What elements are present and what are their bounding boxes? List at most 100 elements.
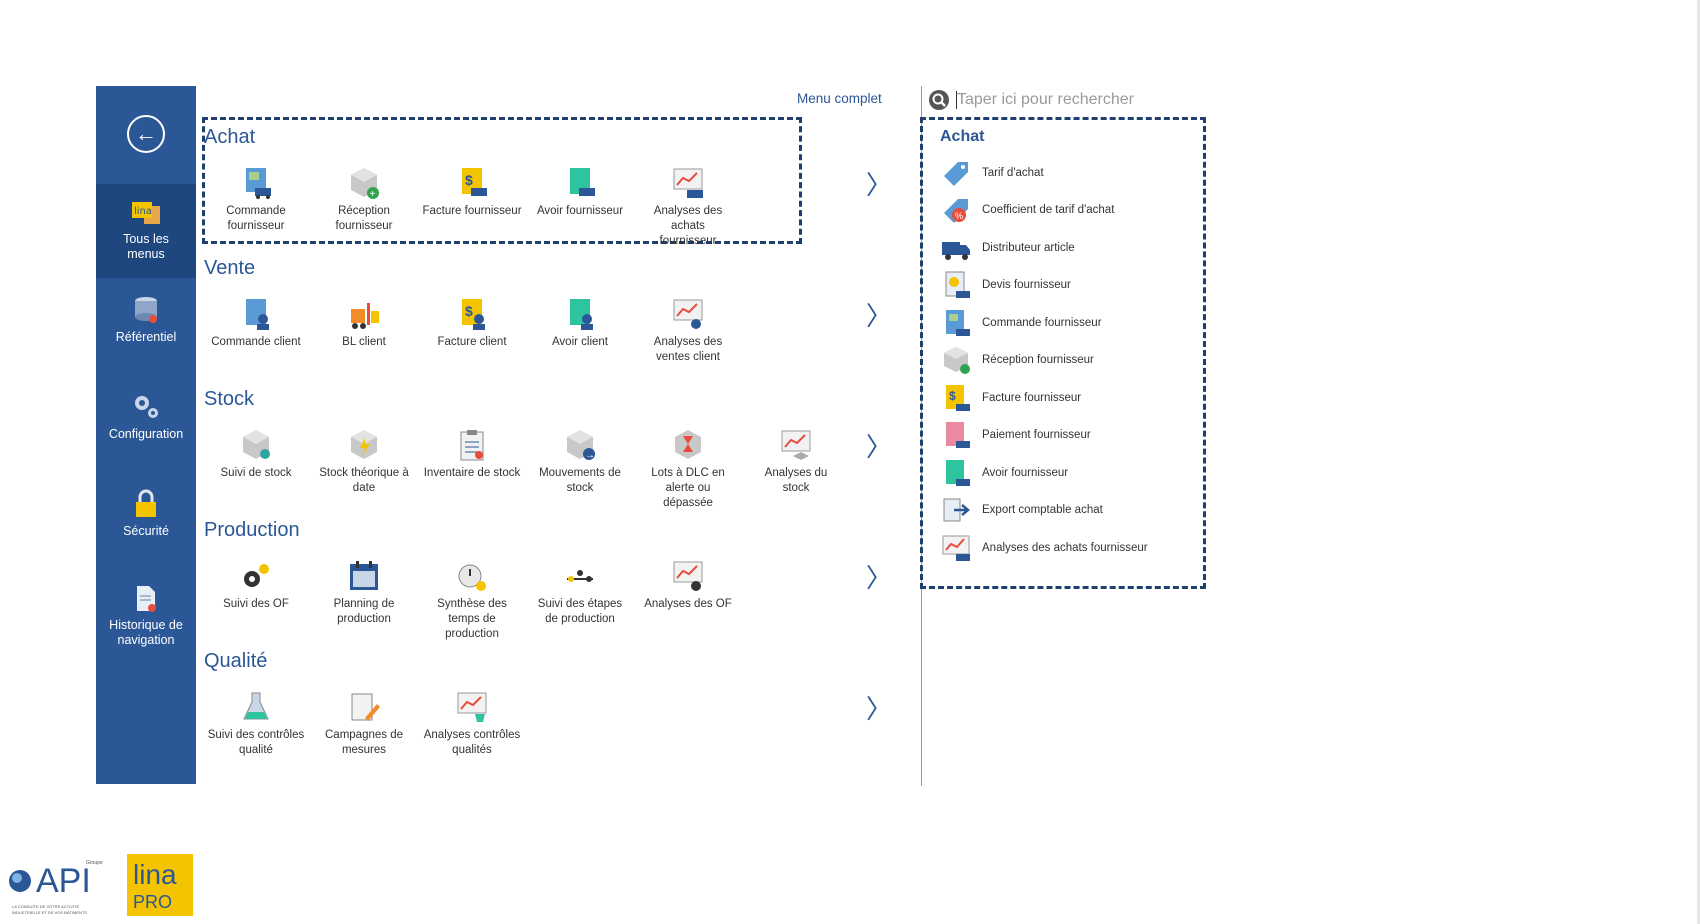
tile-suivi-des-of[interactable]: Suivi des OF <box>202 559 310 612</box>
lina-pro-logo: lina PRO <box>127 854 193 916</box>
invoice-dollar-icon: $ <box>462 168 487 196</box>
tile-stock-theorique[interactable]: Stock théorique à date <box>310 428 418 496</box>
calendar-icon <box>350 561 378 590</box>
search-bar[interactable]: Taper ici pour rechercher <box>928 88 1198 112</box>
chart-board-icon <box>673 168 703 198</box>
order-person-icon <box>246 299 269 330</box>
tile-facture-fournisseur[interactable]: $ Facture fournisseur <box>418 166 526 219</box>
tile-analyses-des-of[interactable]: Analyses des OF <box>634 559 742 612</box>
package-add-icon <box>944 347 970 374</box>
tile-mouvements-de-stock[interactable]: → Mouvements de stock <box>526 428 634 496</box>
chevron-right-icon[interactable]: 〉 <box>866 695 893 725</box>
result-label: Facture fournisseur <box>982 392 1082 404</box>
result-item[interactable]: Distributeur article <box>940 233 1075 263</box>
result-label: Coefficient de tarif d'achat <box>982 204 1115 216</box>
tile-label: Facture client <box>437 336 507 348</box>
tile-label: Synthèse des temps de production <box>437 598 507 640</box>
section-title-production: Production <box>204 519 300 541</box>
window-edge <box>1697 0 1700 924</box>
tile-planning-de-production[interactable]: Planning de production <box>310 559 418 627</box>
quote-document-icon <box>945 271 970 298</box>
result-item[interactable]: Avoir fournisseur <box>940 458 1068 488</box>
chevron-right-icon[interactable]: 〉 <box>866 433 893 463</box>
result-label: Commande fournisseur <box>982 317 1102 329</box>
result-item[interactable]: % Coefficient de tarif d'achat <box>940 195 1114 225</box>
tile-label: Suivi des étapes de production <box>537 598 623 625</box>
result-item[interactable]: Export comptable achat <box>940 495 1103 525</box>
nav-item-configuration[interactable]: Configuration <box>96 391 196 442</box>
results-highlight-box <box>920 117 1206 589</box>
tile-bl-client[interactable]: BL client <box>310 297 418 350</box>
chart-board-icon <box>673 299 703 329</box>
tile-suivi-des-etapes[interactable]: Suivi des étapes de production <box>526 559 634 627</box>
tile-facture-client[interactable]: $ Facture client <box>418 297 526 350</box>
result-item[interactable]: Commande fournisseur <box>940 308 1102 338</box>
payment-document-icon <box>946 422 970 448</box>
tile-label: Analyses contrôles qualités <box>423 729 521 756</box>
back-button[interactable]: ← <box>96 86 196 182</box>
tile-label: Campagnes de mesures <box>325 729 403 756</box>
achat-highlight-box <box>202 117 802 244</box>
search-input[interactable]: Taper ici pour rechercher <box>957 91 1134 108</box>
tile-analyses-du-stock[interactable]: Analyses du stock <box>742 428 850 496</box>
tile-commande-client[interactable]: Commande client <box>202 297 310 350</box>
nav-item-securite[interactable]: Sécurité <box>96 488 196 539</box>
chevron-right-icon[interactable]: 〉 <box>866 302 893 332</box>
tile-label: Analyses des achats fournisseur <box>653 205 723 247</box>
section-title-achat: Achat <box>204 126 256 148</box>
section-title-vente: Vente <box>204 257 256 279</box>
tile-inventaire-de-stock[interactable]: Inventaire de stock <box>418 428 526 481</box>
menu-complet-link[interactable]: Menu complet <box>797 91 882 106</box>
chart-board-icon <box>673 561 703 591</box>
section-title-stock: Stock <box>204 388 255 410</box>
nav-label: Configuration <box>108 427 184 441</box>
svg-text:API: API <box>36 862 91 900</box>
database-icon <box>135 297 157 323</box>
tile-label: Analyses du stock <box>764 467 828 494</box>
nav-item-tous-les-menus[interactable]: lina Tous les menus <box>96 184 196 278</box>
chevron-right-icon[interactable]: 〉 <box>866 171 893 201</box>
api-logo: API Groupe LA CONDUITE DE VOTRE ACTIVITÉ… <box>9 860 103 915</box>
nav-item-historique[interactable]: Historique de navigation <box>96 584 196 648</box>
tile-analyses-achats[interactable]: Analyses des achats fournisseur <box>634 166 742 249</box>
tile-suivi-controles-qualite[interactable]: Suivi des contrôles qualité <box>202 690 310 758</box>
svg-text:$: $ <box>465 172 473 188</box>
nav-item-referentiel[interactable]: Référentiel <box>96 294 196 345</box>
package-hourglass-icon <box>675 430 701 459</box>
steps-icon <box>567 570 593 582</box>
search-icon <box>929 90 949 110</box>
tile-reception-fournisseur[interactable]: + Réception fournisseur <box>310 166 418 234</box>
result-item[interactable]: Devis fournisseur <box>940 270 1071 300</box>
tile-label: Facture fournisseur <box>422 205 522 217</box>
nav-label: Historique de navigation <box>109 618 183 647</box>
result-item[interactable]: $ Facture fournisseur <box>940 383 1081 413</box>
export-arrow-icon <box>943 498 970 522</box>
tile-label: Analyses des OF <box>644 598 732 610</box>
tile-analyses-controles-qualites[interactable]: Analyses contrôles qualités <box>418 690 526 758</box>
tile-campagnes-de-mesures[interactable]: Campagnes de mesures <box>310 690 418 758</box>
result-item[interactable]: Tarif d'achat <box>940 158 1044 188</box>
tile-synthese-des-temps[interactable]: Synthèse des temps de production <box>418 559 526 642</box>
tile-label: Stock théorique à date <box>319 467 409 494</box>
svg-text:$: $ <box>465 303 473 319</box>
tile-avoir-fournisseur[interactable]: Avoir fournisseur <box>526 166 634 219</box>
tile-commande-fournisseur[interactable]: Commande fournisseur <box>202 166 310 234</box>
tile-lots-dlc[interactable]: Lots à DLC en alerte ou dépassée <box>634 428 742 511</box>
result-label: Paiement fournisseur <box>982 429 1091 441</box>
result-label: Devis fournisseur <box>982 279 1071 291</box>
result-item[interactable]: Analyses des achats fournisseur <box>940 533 1148 563</box>
price-tag-icon <box>944 162 968 186</box>
chart-board-icon <box>942 535 970 561</box>
price-tag-percent-icon: % <box>944 199 968 223</box>
svg-text:LA CONDUITE DE VOTRE ACTIVITÉ: LA CONDUITE DE VOTRE ACTIVITÉ <box>12 904 79 909</box>
tile-suivi-de-stock[interactable]: Suivi de stock <box>202 428 310 481</box>
section-title-qualite: Qualité <box>204 650 268 672</box>
tile-avoir-client[interactable]: Avoir client <box>526 297 634 350</box>
tile-analyses-ventes[interactable]: Analyses des ventes client <box>634 297 742 365</box>
forklift-icon <box>351 303 379 329</box>
result-item[interactable]: Réception fournisseur <box>940 345 1094 375</box>
chevron-right-icon[interactable]: 〉 <box>866 564 893 594</box>
stopwatch-icon <box>458 564 486 591</box>
package-add-icon: + <box>351 168 379 200</box>
result-item[interactable]: Paiement fournisseur <box>940 420 1091 450</box>
